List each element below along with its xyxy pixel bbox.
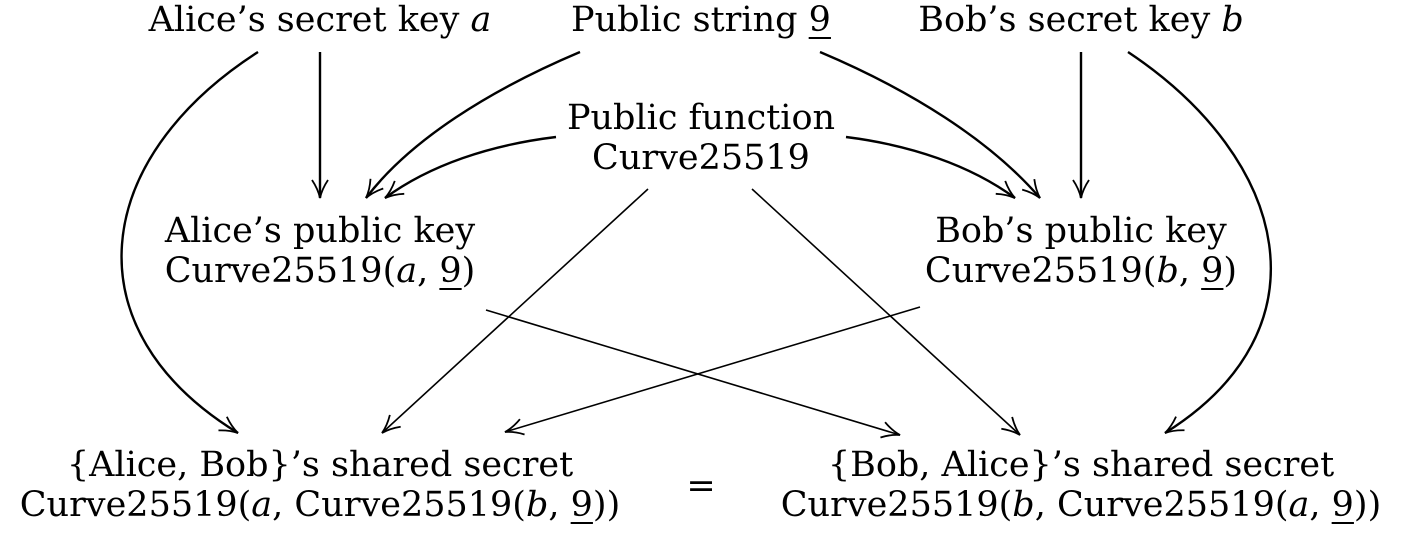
alice-public-key-formula: Curve25519(a, 9) (165, 251, 476, 291)
bob-secret-var: b (1221, 0, 1244, 40)
formula-inner-var: a (1288, 485, 1310, 525)
formula-close: ) (1223, 251, 1238, 291)
formula-fn: Curve25519( (19, 485, 252, 525)
alice-secret-key-text: Alice’s secret key (148, 0, 471, 40)
bob-alice-shared-secret-label: {Bob, Alice}’s shared secret Curve25519(… (781, 445, 1381, 525)
equals-text: = (686, 466, 716, 506)
formula-value: 9 (1331, 485, 1354, 525)
alice-bob-shared-formula: Curve25519(a, Curve25519(b, 9)) (20, 485, 620, 525)
formula-sep: , (1309, 485, 1332, 525)
formula-value: 9 (570, 485, 593, 525)
bob-secret-key-label: Bob’s secret key b (918, 0, 1244, 40)
formula-inner-fn: , Curve25519( (272, 485, 526, 525)
arrow-public-string-to-alice-public (365, 50, 581, 199)
alice-public-key-label: Alice’s public key Curve25519(a, 9) (165, 211, 476, 291)
public-string-text: Public string (571, 0, 809, 40)
bob-public-key-label: Bob’s public key Curve25519(b, 9) (925, 211, 1237, 291)
arrow-bob-secret-to-bob-shared (1127, 51, 1272, 435)
formula-sep: , (548, 485, 571, 525)
formula-var: b (1012, 485, 1035, 525)
public-function-line1: Public function (566, 98, 836, 138)
formula-close: )) (592, 485, 621, 525)
alice-bob-shared-title: {Alice, Bob}’s shared secret (66, 445, 574, 485)
arrow-bob-public-to-alice-shared (504, 306, 921, 436)
arrow-alice-secret-to-alice-shared (120, 50, 259, 435)
formula-var: a (251, 485, 273, 525)
formula-inner-fn: , Curve25519( (1034, 485, 1289, 525)
arrow-function-to-alice-public (384, 135, 557, 199)
alice-public-key-title: Alice’s public key (164, 211, 476, 251)
alice-bob-shared-secret-label: {Alice, Bob}’s shared secret Curve25519(… (20, 445, 620, 525)
alice-secret-var: a (470, 0, 492, 40)
equals-sign: = (686, 466, 715, 506)
formula-var: a (396, 251, 418, 291)
formula-value: 9 (1201, 251, 1224, 291)
formula-fn: Curve25519( (924, 251, 1157, 291)
formula-close: )) (1353, 485, 1382, 525)
arrow-function-to-bob-shared (751, 188, 1021, 436)
bob-secret-key-text: Bob’s secret key (918, 0, 1222, 40)
formula-close: ) (461, 251, 476, 291)
bob-public-key-formula: Curve25519(b, 9) (925, 251, 1237, 291)
arrow-alice-public-to-bob-shared (485, 309, 901, 439)
formula-sep: , (1178, 251, 1202, 291)
public-function-line2: Curve25519 (592, 138, 810, 178)
formula-value: 9 (439, 251, 462, 291)
bob-public-key-title: Bob’s public key (935, 211, 1227, 251)
public-string-value: 9 (808, 0, 831, 40)
arrow-function-to-bob-public (845, 135, 1016, 199)
bob-alice-shared-formula: Curve25519(b, Curve25519(a, 9)) (781, 485, 1381, 525)
public-string-label: Public string 9 (571, 0, 831, 40)
arrow-function-to-alice-shared (381, 188, 649, 434)
formula-inner-var: b (525, 485, 549, 525)
alice-secret-key-label: Alice’s secret key a (149, 0, 492, 40)
arrow-public-string-to-bob-public (819, 50, 1041, 199)
formula-var: b (1156, 251, 1179, 291)
formula-sep: , (417, 251, 440, 291)
formula-fn: Curve25519( (164, 251, 397, 291)
public-function-label: Public function Curve25519 (567, 98, 835, 178)
formula-fn: Curve25519( (780, 485, 1013, 525)
bob-alice-shared-title: {Bob, Alice}’s shared secret (827, 445, 1335, 485)
